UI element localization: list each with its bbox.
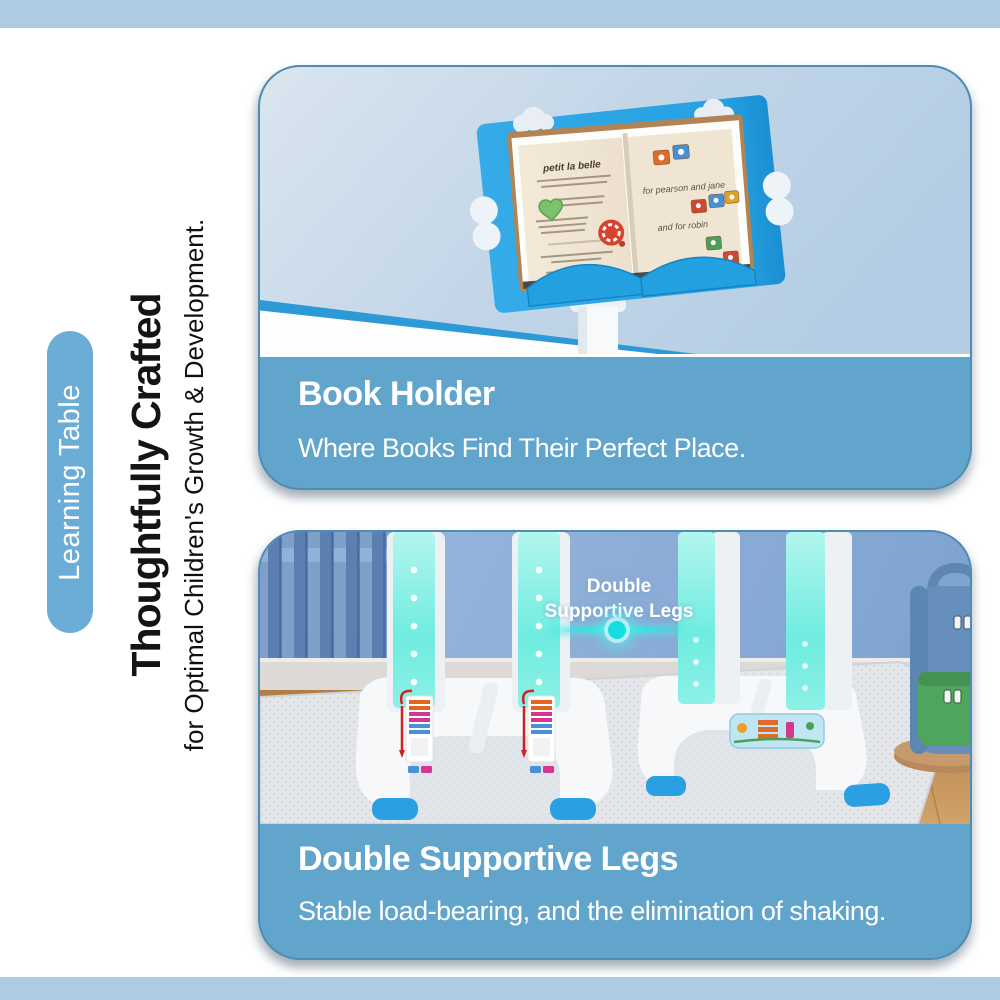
angled-posts xyxy=(678,532,852,710)
height-scale-sticker-right xyxy=(521,689,556,773)
feature-card-supportive-legs: Double Supportive Legs Double Supportive… xyxy=(258,530,972,960)
foot-caps-angled xyxy=(646,776,891,807)
callout-line-1: Double xyxy=(586,576,652,597)
callout-label: Double Supportive Legs xyxy=(539,574,699,624)
pocket-zipper-pulls xyxy=(943,689,962,704)
top-border-bar xyxy=(0,0,1000,28)
product-category-badge: Learning Table xyxy=(47,331,93,633)
side-wing-right xyxy=(762,171,794,226)
height-scale-sticker-left xyxy=(399,689,434,773)
page-subtitle: for Optimal Children's Growth & Developm… xyxy=(179,218,209,752)
book-dedication-2: and for robin xyxy=(657,219,708,233)
crib-slats xyxy=(260,532,394,682)
leg-assembly-angled xyxy=(637,532,891,810)
card-description: Stable load-bearing, and the elimination… xyxy=(298,896,886,926)
badge-label: Learning Table xyxy=(53,383,86,581)
card-title: Book Holder xyxy=(298,375,495,413)
book-holder-text-band: Book Holder Where Books Find Their Perfe… xyxy=(260,357,970,488)
holder-pole xyxy=(570,298,626,354)
page-rest-flaps xyxy=(526,256,757,308)
backpack xyxy=(894,562,970,773)
page-title: Thoughtfully Crafted xyxy=(123,293,169,677)
leg-base-arch-opening xyxy=(409,736,561,824)
cloud-cutout-left xyxy=(513,106,555,133)
foot-caps-front xyxy=(372,798,596,820)
zipper-pulls xyxy=(953,615,970,630)
open-book: petit la belle xyxy=(507,114,755,292)
card-title: Double Supportive Legs xyxy=(298,840,679,878)
leg-base-arch-opening-2 xyxy=(673,730,816,810)
book-holder: petit la belle xyxy=(469,95,794,313)
front-posts xyxy=(387,532,570,712)
heart-sticker xyxy=(538,198,563,222)
book-holder-photo: petit la belle xyxy=(260,67,970,357)
book-holder-illustration: petit la belle xyxy=(260,67,970,354)
callout-glow-dot xyxy=(608,621,626,639)
supportive-legs-photo: Double Supportive Legs xyxy=(260,532,970,824)
baseboard-highlight xyxy=(260,658,970,662)
card-description: Where Books Find Their Perfect Place. xyxy=(298,433,746,463)
callout-line-2: Supportive Legs xyxy=(544,601,694,622)
side-wing-left xyxy=(469,196,501,251)
bottom-border-bar xyxy=(0,977,1000,1000)
desk-surface xyxy=(260,310,658,354)
cross-strut xyxy=(468,682,499,754)
supportive-legs-illustration xyxy=(260,532,970,824)
supportive-legs-text-band: Double Supportive Legs Stable load-beari… xyxy=(260,824,970,958)
feature-card-book-holder: petit la belle xyxy=(258,65,972,490)
toy-wheel-sticker xyxy=(598,219,626,247)
leg-assembly-front xyxy=(355,532,613,824)
control-panel-sticker xyxy=(729,713,825,749)
book-title-text: petit la belle xyxy=(542,159,602,175)
